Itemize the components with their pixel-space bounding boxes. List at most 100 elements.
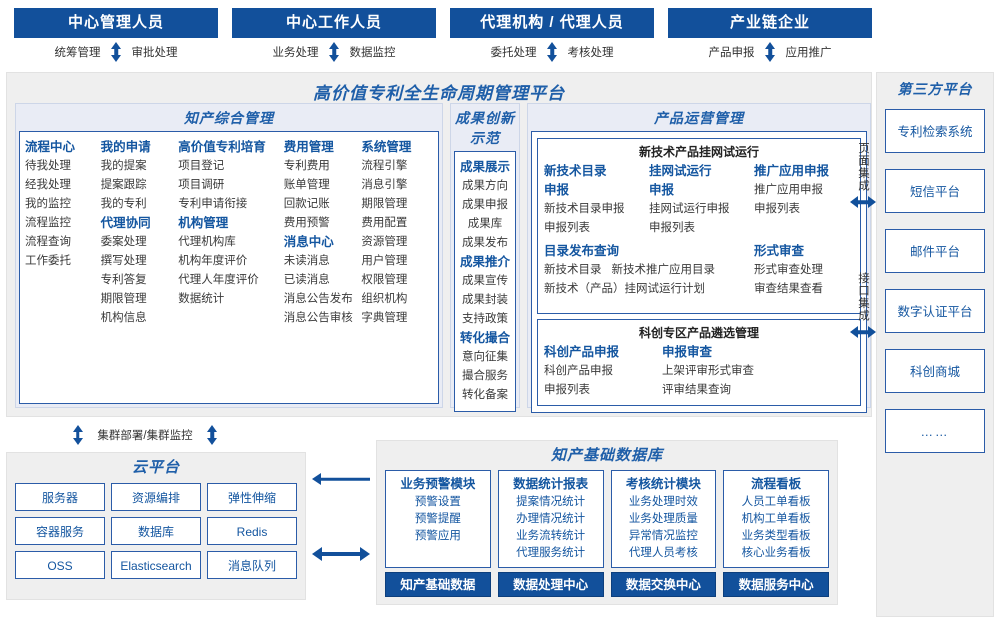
menu-category: 高价值专利培育	[178, 140, 266, 154]
menu-item[interactable]: 经我处理	[25, 179, 71, 191]
menu-item[interactable]: 待我处理	[25, 160, 71, 172]
database-card-item[interactable]: 预警应用	[414, 530, 461, 542]
menu-item[interactable]: 专利答复	[100, 274, 147, 286]
menu-item[interactable]: 未读消息	[283, 255, 330, 267]
database-card-item[interactable]: 核心业务看板	[741, 547, 811, 559]
menu-item[interactable]: 费用预警	[283, 217, 330, 229]
menu-item[interactable]: 代理机构库	[178, 236, 236, 248]
third-party-item-6[interactable]: ……	[885, 409, 985, 453]
database-footer-3[interactable]: 数据交换中心	[610, 572, 717, 597]
menu-item[interactable]: 上架评审形式审查	[662, 365, 755, 377]
menu-item[interactable]: 撮合服务	[462, 370, 508, 382]
menu-item[interactable]: 新技术推广应用目录	[611, 264, 716, 276]
menu-item[interactable]: 流程引擎	[361, 160, 408, 172]
menu-item[interactable]: 用户管理	[361, 255, 408, 267]
menu-item[interactable]: 机构年度评价	[178, 255, 248, 267]
menu-item[interactable]: 成果方向	[462, 180, 508, 192]
cloud-cell-1[interactable]: 服务器	[15, 483, 105, 511]
actor-title-4: 产业链企业	[668, 8, 872, 38]
database-footer-4[interactable]: 数据服务中心	[723, 572, 829, 597]
third-party-item-4[interactable]: 数字认证平台	[885, 289, 985, 333]
menu-item[interactable]: 评审结果查询	[662, 384, 732, 396]
third-party-item-3[interactable]: 邮件平台	[885, 229, 985, 273]
cloud-cell-6[interactable]: Redis	[207, 517, 297, 545]
cloud-cell-3[interactable]: 弹性伸缩	[207, 483, 297, 511]
menu-item[interactable]: 项目调研	[178, 179, 225, 191]
cloud-cell-9[interactable]: 消息队列	[207, 551, 297, 579]
database-card-item[interactable]: 业务处理时效	[628, 496, 698, 508]
menu-item[interactable]: 项目登记	[178, 160, 225, 172]
database-card-item[interactable]: 预警设置	[414, 496, 461, 508]
database-footer-2[interactable]: 数据处理中心	[497, 572, 604, 597]
database-card-item[interactable]: 异常情况监控	[628, 530, 698, 542]
third-party-item-1[interactable]: 专利检索系统	[885, 109, 985, 153]
cloud-cell-4[interactable]: 容器服务	[15, 517, 105, 545]
menu-item[interactable]: 流程监控	[25, 217, 71, 229]
menu-item[interactable]: 工作委托	[25, 255, 71, 267]
menu-item[interactable]: 消息引擎	[361, 179, 408, 191]
database-card-title: 流程看板	[751, 477, 802, 491]
menu-item[interactable]: 委案处理	[100, 236, 147, 248]
menu-item[interactable]: 成果封装	[462, 294, 508, 306]
menu-item[interactable]: 费用配置	[361, 217, 408, 229]
database-card-item[interactable]: 机构工单看板	[741, 513, 811, 525]
menu-item[interactable]: 消息公告审核	[283, 312, 353, 324]
menu-item[interactable]: 推广应用申报	[754, 184, 824, 196]
menu-item[interactable]: 申报列表	[544, 222, 591, 234]
menu-item[interactable]: 申报列表	[544, 384, 591, 396]
menu-item[interactable]: 转化备案	[462, 389, 508, 401]
menu-item[interactable]: 成果宣传	[462, 275, 508, 287]
menu-item[interactable]: 我的专利	[100, 198, 147, 210]
database-card-item[interactable]: 代理服务统计	[516, 547, 586, 559]
menu-item[interactable]: 代理人年度评价	[178, 274, 259, 286]
menu-item[interactable]: 专利费用	[283, 160, 330, 172]
menu-item[interactable]: 提案跟踪	[100, 179, 147, 191]
menu-item[interactable]: 成果发布	[462, 237, 508, 249]
database-card-item[interactable]: 代理人员考核	[628, 547, 698, 559]
menu-item[interactable]: 流程查询	[25, 236, 71, 248]
menu-item[interactable]: 支持政策	[462, 313, 508, 325]
menu-item[interactable]: 权限管理	[361, 274, 408, 286]
menu-item[interactable]: 科创产品申报	[544, 365, 614, 377]
menu-item[interactable]: 专利申请衔接	[178, 198, 248, 210]
cloud-cell-2[interactable]: 资源编排	[111, 483, 201, 511]
menu-item[interactable]: 新技术目录	[544, 264, 602, 276]
menu-item[interactable]: 账单管理	[283, 179, 330, 191]
database-card-item[interactable]: 办理情况统计	[516, 513, 586, 525]
menu-item[interactable]: 形式审查处理	[754, 264, 824, 276]
third-party-item-5[interactable]: 科创商城	[885, 349, 985, 393]
database-card-item[interactable]: 预警提醒	[414, 513, 461, 525]
menu-item[interactable]: 撰写处理	[100, 255, 147, 267]
menu-item[interactable]: 数据统计	[178, 293, 225, 305]
menu-item[interactable]: 申报列表	[649, 222, 696, 234]
database-card-item[interactable]: 业务流转统计	[516, 530, 586, 542]
menu-item[interactable]: 新技术（产品）挂网试运行计划	[544, 283, 706, 295]
menu-item[interactable]: 申报列表	[754, 203, 801, 215]
menu-item[interactable]: 期限管理	[100, 293, 147, 305]
database-card-item[interactable]: 业务类型看板	[741, 530, 811, 542]
database-card-item[interactable]: 业务处理质量	[628, 513, 698, 525]
menu-item[interactable]: 审查结果查看	[754, 283, 824, 295]
menu-item[interactable]: 消息公告发布	[283, 293, 353, 305]
database-footer-1[interactable]: 知产基础数据	[385, 572, 491, 597]
menu-item[interactable]: 我的提案	[100, 160, 147, 172]
menu-item[interactable]: 新技术目录申报	[544, 203, 625, 215]
cloud-cell-7[interactable]: OSS	[15, 551, 105, 579]
menu-item[interactable]: 我的监控	[25, 198, 71, 210]
menu-item[interactable]: 机构信息	[100, 312, 147, 324]
third-party-item-2[interactable]: 短信平台	[885, 169, 985, 213]
database-card-item[interactable]: 提案情况统计	[516, 496, 586, 508]
database-card-item[interactable]: 人员工单看板	[741, 496, 811, 508]
cloud-cell-8[interactable]: Elasticsearch	[111, 551, 201, 579]
menu-item[interactable]: 成果库	[467, 218, 503, 230]
menu-item[interactable]: 组织机构	[361, 293, 408, 305]
menu-item[interactable]: 回款记账	[283, 198, 330, 210]
cloud-cell-5[interactable]: 数据库	[111, 517, 201, 545]
menu-item[interactable]: 成果申报	[462, 199, 508, 211]
menu-item[interactable]: 挂网试运行申报	[649, 203, 730, 215]
menu-item[interactable]: 已读消息	[283, 274, 330, 286]
menu-item[interactable]: 意向征集	[462, 351, 508, 363]
menu-item[interactable]: 期限管理	[361, 198, 408, 210]
menu-item[interactable]: 资源管理	[361, 236, 408, 248]
menu-item[interactable]: 字典管理	[361, 312, 408, 324]
